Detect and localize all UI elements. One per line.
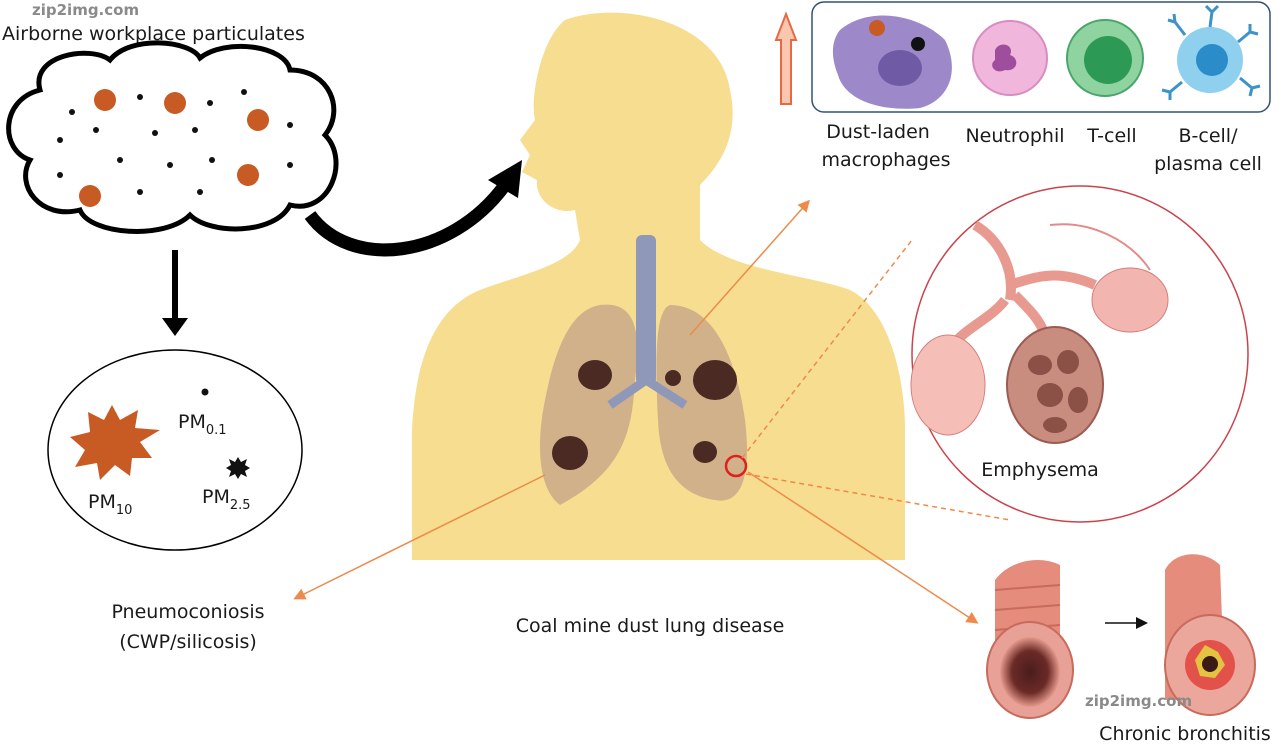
pm10-label: PM10 bbox=[88, 491, 132, 518]
watermark-top: zip2img.com bbox=[32, 1, 139, 19]
increase-arrow-icon bbox=[774, 11, 798, 105]
pm25-particle bbox=[226, 457, 250, 479]
left-lung bbox=[656, 305, 747, 501]
title: Airborne workplace particulates bbox=[2, 23, 305, 45]
connector-pneumoconiosis bbox=[293, 474, 546, 600]
b-cell-label: B-cell/ bbox=[1179, 125, 1239, 147]
trachea bbox=[636, 235, 656, 385]
neutrophil-label: Neutrophil bbox=[965, 125, 1064, 147]
highlight-circle bbox=[724, 454, 748, 478]
emphysema-label: Emphysema bbox=[981, 459, 1099, 481]
immune-cells-panel bbox=[811, 1, 1271, 113]
pm-size-ellipse: PM10 PM0.1 PM2.5 bbox=[47, 349, 303, 551]
connector-cells bbox=[689, 199, 810, 336]
t-cell-label: T-cell bbox=[1086, 125, 1136, 147]
dust-lesions bbox=[552, 360, 737, 470]
emphysema-panel: Emphysema bbox=[910, 185, 1249, 523]
pm01-particle bbox=[201, 388, 209, 396]
pneumoconiosis-label: Pneumoconiosis bbox=[111, 601, 264, 623]
pm25-label: PM2.5 bbox=[202, 486, 251, 513]
bronchitis-illustration bbox=[986, 554, 1256, 719]
connector-bronchitis bbox=[747, 471, 979, 624]
inhalation-arrow bbox=[304, 181, 511, 257]
pneumoconiosis-sublabel: (CWP/silicosis) bbox=[119, 631, 257, 653]
pm01-label: PM0.1 bbox=[178, 411, 227, 438]
particulate-cloud bbox=[6, 40, 339, 234]
macrophage-label: Dust-laden bbox=[826, 121, 930, 143]
b-cell-label-2: plasma cell bbox=[1154, 153, 1262, 175]
bronchitis-label: Chronic bronchitis bbox=[1099, 723, 1271, 745]
pm10-particle bbox=[70, 405, 160, 480]
watermark-bottom: zip2img.com bbox=[1085, 692, 1192, 710]
macrophage-label-2: macrophages bbox=[821, 149, 950, 171]
dashed-connector-top bbox=[741, 239, 913, 459]
cmdld-label: Coal mine dust lung disease bbox=[516, 615, 785, 637]
human-body bbox=[412, 12, 905, 560]
